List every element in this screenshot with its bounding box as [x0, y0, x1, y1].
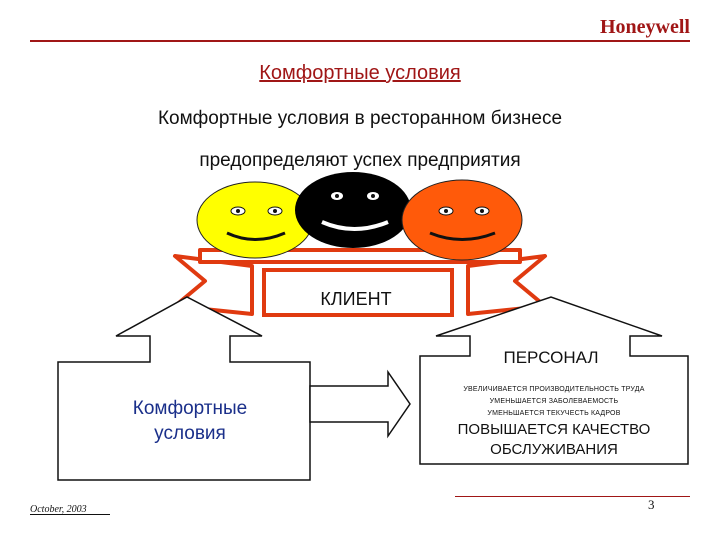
- personnel-box: [419, 296, 689, 465]
- comfort-conditions-label: Комфортные условия: [90, 396, 290, 446]
- comfort-line-2: условия: [154, 423, 226, 444]
- orange-smiley-icon: [401, 179, 523, 261]
- effect-item: УМЕНЬШАЕТСЯ ТЕКУЧЕСТЬ КАДРОВ: [487, 410, 621, 417]
- quality-line-1: ПОВЫШАЕТСЯ КАЧЕСТВО: [457, 421, 651, 438]
- comfort-line-1: Комфортные: [132, 398, 248, 419]
- page-number: 3: [648, 497, 655, 512]
- effects-list: УВЕЛИЧИВАЕТСЯ ПРОИЗВОДИТЕЛЬНОСТЬ ТРУДА У…: [424, 384, 684, 420]
- yellow-smiley-icon: [196, 181, 314, 259]
- effect-item: УВЕЛИЧИВАЕТСЯ ПРОИЗВОДИТЕЛЬНОСТЬ ТРУДА: [463, 386, 645, 393]
- effect-item: УМЕНЬШАЕТСЯ ЗАБОЛЕВАЕМОСТЬ: [489, 398, 619, 405]
- quality-line-2: ОБСЛУЖИВАНИЯ: [490, 441, 618, 458]
- comfort-conditions-box: [57, 296, 311, 481]
- brand-logo: Honeywell: [600, 16, 690, 38]
- date-underline: [30, 514, 110, 515]
- slide-title: Комфортные условия: [259, 62, 461, 84]
- client-label: КЛИЕНТ: [320, 289, 392, 309]
- black-smiley-icon: [295, 172, 411, 248]
- header-rule: [30, 40, 690, 42]
- subtitle-line-1: Комфортные условия в ресторанном бизнесе: [157, 108, 563, 129]
- personnel-label: ПЕРСОНАЛ: [486, 346, 616, 370]
- subtitle-line-2: предопределяют успех предприятия: [199, 150, 521, 171]
- footer-date: October, 2003: [30, 504, 87, 515]
- footer-rule: [455, 496, 690, 497]
- quality-text: ПОВЫШАЕТСЯ КАЧЕСТВО ОБСЛУЖИВАНИЯ: [424, 420, 684, 460]
- right-arrow-icon: [309, 369, 411, 439]
